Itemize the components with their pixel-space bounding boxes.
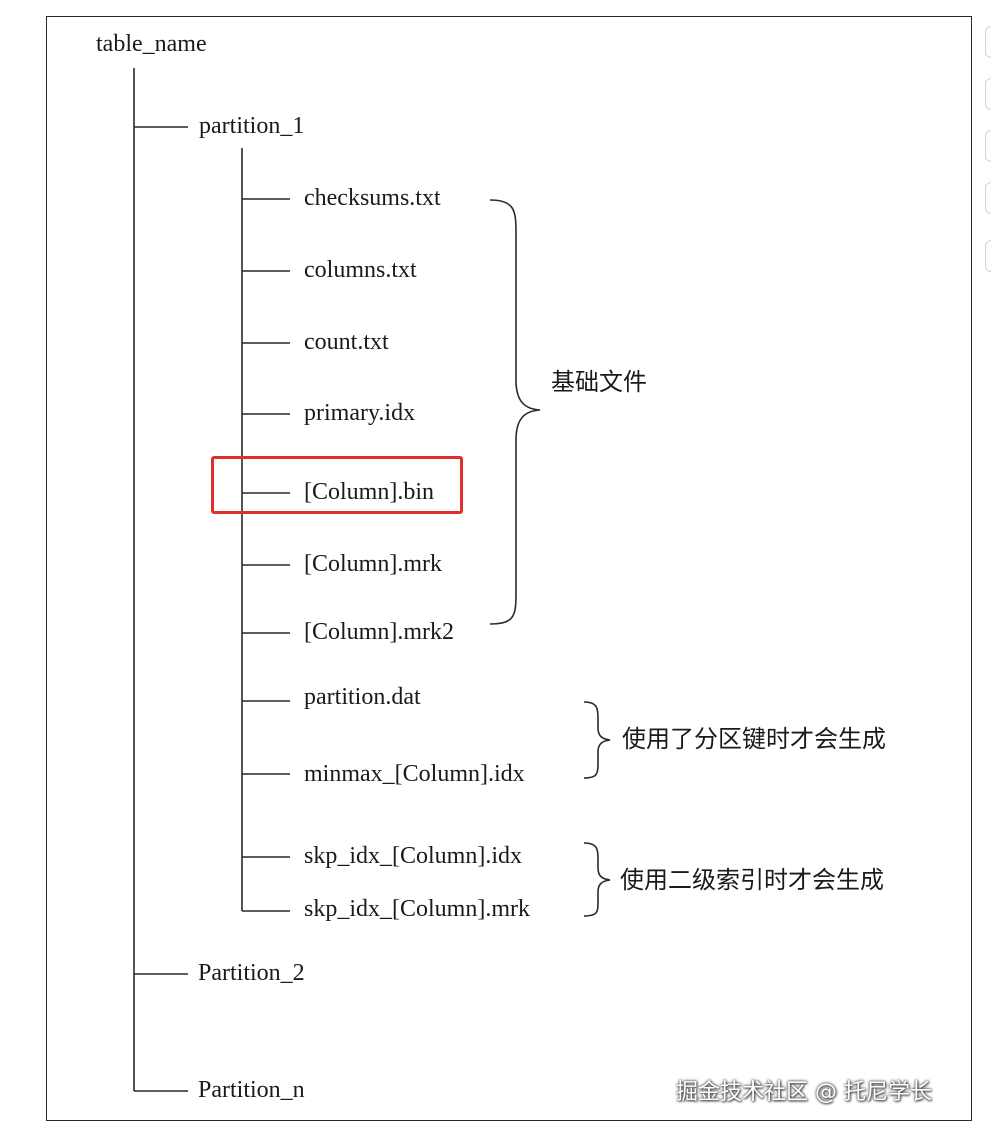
diagram-frame: [46, 16, 972, 1121]
side-tab[interactable]: [985, 26, 991, 58]
highlight-box: [211, 456, 463, 514]
side-tab[interactable]: [985, 130, 991, 162]
file-node-primary-index: primary.idx: [304, 400, 416, 426]
group-label-basic-files: 基础文件: [551, 368, 647, 396]
side-tab[interactable]: [985, 240, 991, 272]
side-tab[interactable]: [985, 78, 991, 110]
partition-n-node: Partition_n: [198, 1077, 305, 1103]
file-node-minmax-index: minmax_[Column].idx: [304, 761, 525, 787]
partition-2-node: Partition_2: [198, 960, 305, 986]
side-tab[interactable]: [985, 182, 991, 214]
group-label-secondary-index: 使用二级索引时才会生成: [620, 866, 884, 894]
brace-basic-files: [489, 199, 541, 625]
group-label-partition-key: 使用了分区键时才会生成: [622, 725, 886, 753]
file-node-skip-index-idx: skp_idx_[Column].idx: [304, 843, 523, 869]
file-node-skip-index-mrk: skp_idx_[Column].mrk: [304, 896, 530, 922]
file-node-column-mrk2: [Column].mrk2: [304, 619, 454, 645]
root-node: table_name: [96, 31, 207, 57]
file-node-partition-dat: partition.dat: [304, 684, 421, 710]
file-node-column-bin: [Column].bin: [304, 479, 434, 505]
file-node-checksums: checksums.txt: [304, 185, 441, 211]
watermark-text: 掘金技术社区 @ 托尼学长: [676, 1080, 932, 1105]
partition-1-node: partition_1: [199, 113, 305, 139]
file-node-count: count.txt: [304, 329, 389, 355]
file-node-columns: columns.txt: [304, 257, 417, 283]
file-node-column-mrk: [Column].mrk: [304, 551, 442, 577]
brace-partition-key: [583, 701, 611, 779]
brace-secondary-index: [583, 842, 611, 917]
